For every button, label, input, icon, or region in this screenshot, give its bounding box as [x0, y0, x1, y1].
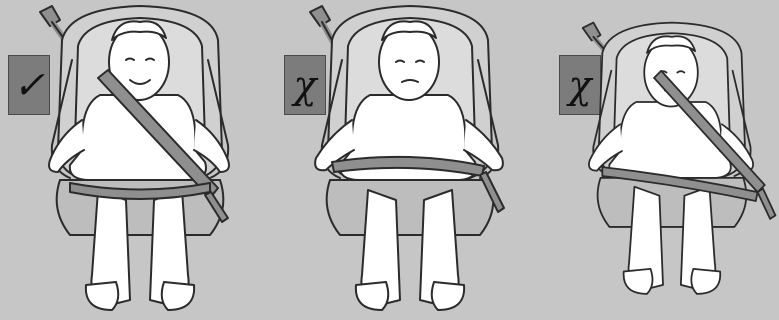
child-in-booster-seat-illustration: [270, 0, 530, 320]
child-in-booster-seat-illustration: [0, 0, 260, 320]
child-in-booster-seat-illustration: [547, 0, 779, 320]
panel-correct-belt-routing: ✓: [0, 0, 230, 320]
panel-incorrect-belt-routing-1: χ: [270, 0, 500, 320]
panel-incorrect-belt-routing-2: χ: [547, 0, 777, 320]
